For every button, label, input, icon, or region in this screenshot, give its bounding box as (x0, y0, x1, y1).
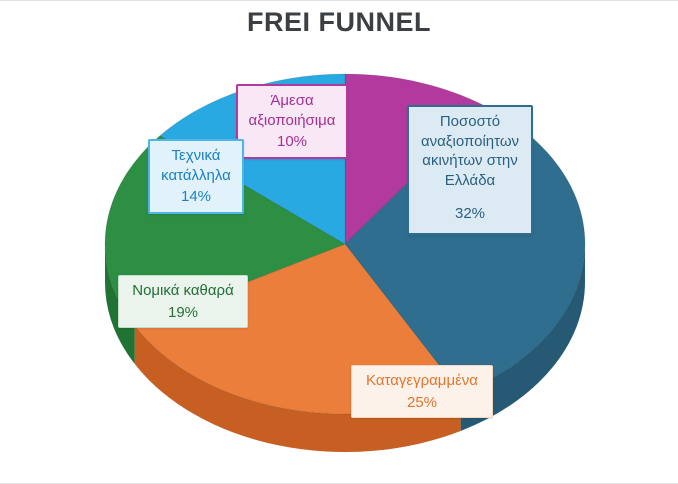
slice-callout-nomika-kathara: Νομικά καθαρά 19% (118, 275, 248, 328)
chart-title: FREI FUNNEL (247, 7, 431, 37)
slice-percent: 32% (454, 205, 486, 222)
slice-percent: 25% (406, 393, 438, 411)
slice-callout-pososto-anaxiopoiiton: Ποσοστό αναξιοποίητων ακινήτων στην Ελλά… (407, 105, 533, 235)
slice-label: Νομικά καθαρά (132, 282, 234, 299)
slice-percent: 19% (167, 303, 199, 321)
slice-percent: 10% (276, 133, 308, 150)
slice-callout-amesa-axiopoiisima: Άμεσα αξιοποιήσιμα 10% (236, 84, 348, 159)
slice-label: Άμεσα αξιοποιήσιμα (248, 92, 336, 129)
slice-callout-texnika-katallila: Τεχνικά κατάλληλα 14% (148, 139, 244, 214)
slice-percent: 14% (180, 188, 212, 205)
slice-label: Ποσοστό αναξιοποίητων ακινήτων στην Ελλά… (420, 113, 520, 189)
slice-label: Τεχνικά κατάλληλα (161, 147, 231, 184)
slice-label: Καταγεγραμμένα (366, 372, 478, 389)
slice-callout-katagegrammena: Καταγεγραμμένα 25% (351, 365, 493, 418)
